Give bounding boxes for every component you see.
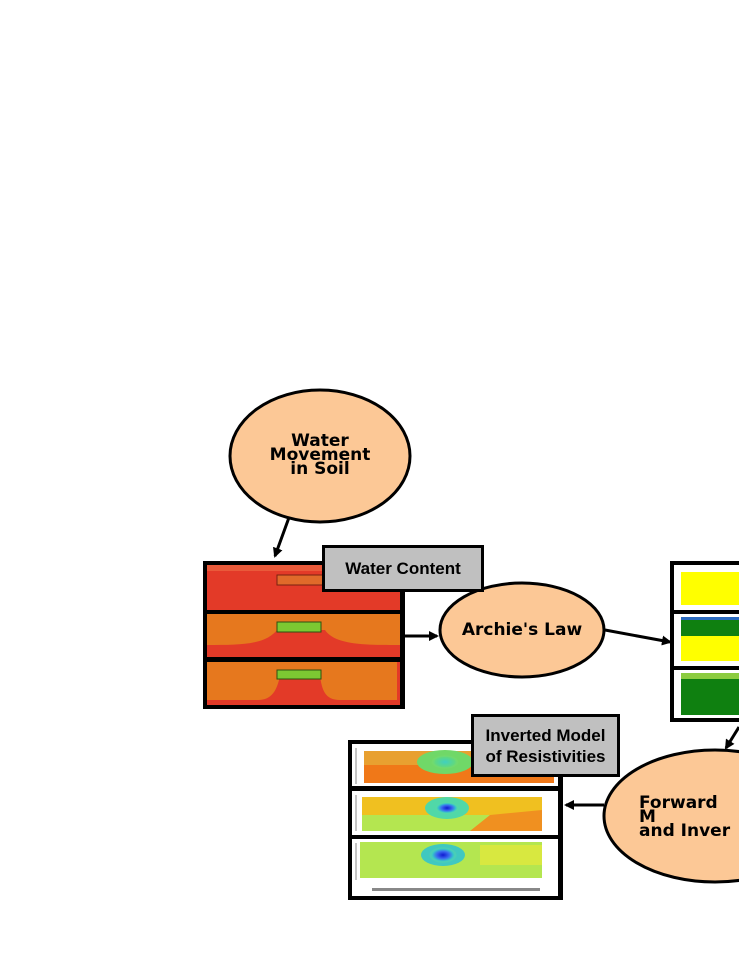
inverted-panel-2 <box>352 791 558 835</box>
arrow-resist-to-forward <box>724 726 739 750</box>
node-archies-label: Archie's Law <box>461 620 583 640</box>
inverted-model-label: Inverted Model of Resistivities <box>471 714 620 777</box>
node-water-movement-label: Water Movement in Soil <box>269 431 371 479</box>
node-water-movement <box>228 388 412 524</box>
water-panel-2 <box>207 614 400 657</box>
color-scale-bar <box>372 888 540 891</box>
node-archies-law <box>438 581 606 679</box>
water-panel-3 <box>207 662 400 705</box>
node-forward-model <box>602 748 739 884</box>
inverted-panel-3 <box>352 839 558 896</box>
arrow-archie-to-resist <box>604 628 672 646</box>
resist-panel-2 <box>674 614 739 666</box>
resist-panel-1 <box>674 565 739 610</box>
resistivity-panels <box>670 561 739 722</box>
water-content-label: Water Content <box>322 545 484 592</box>
resist-panel-3 <box>674 670 739 718</box>
node-forward-model-label: Forward M and Inver <box>639 793 731 841</box>
